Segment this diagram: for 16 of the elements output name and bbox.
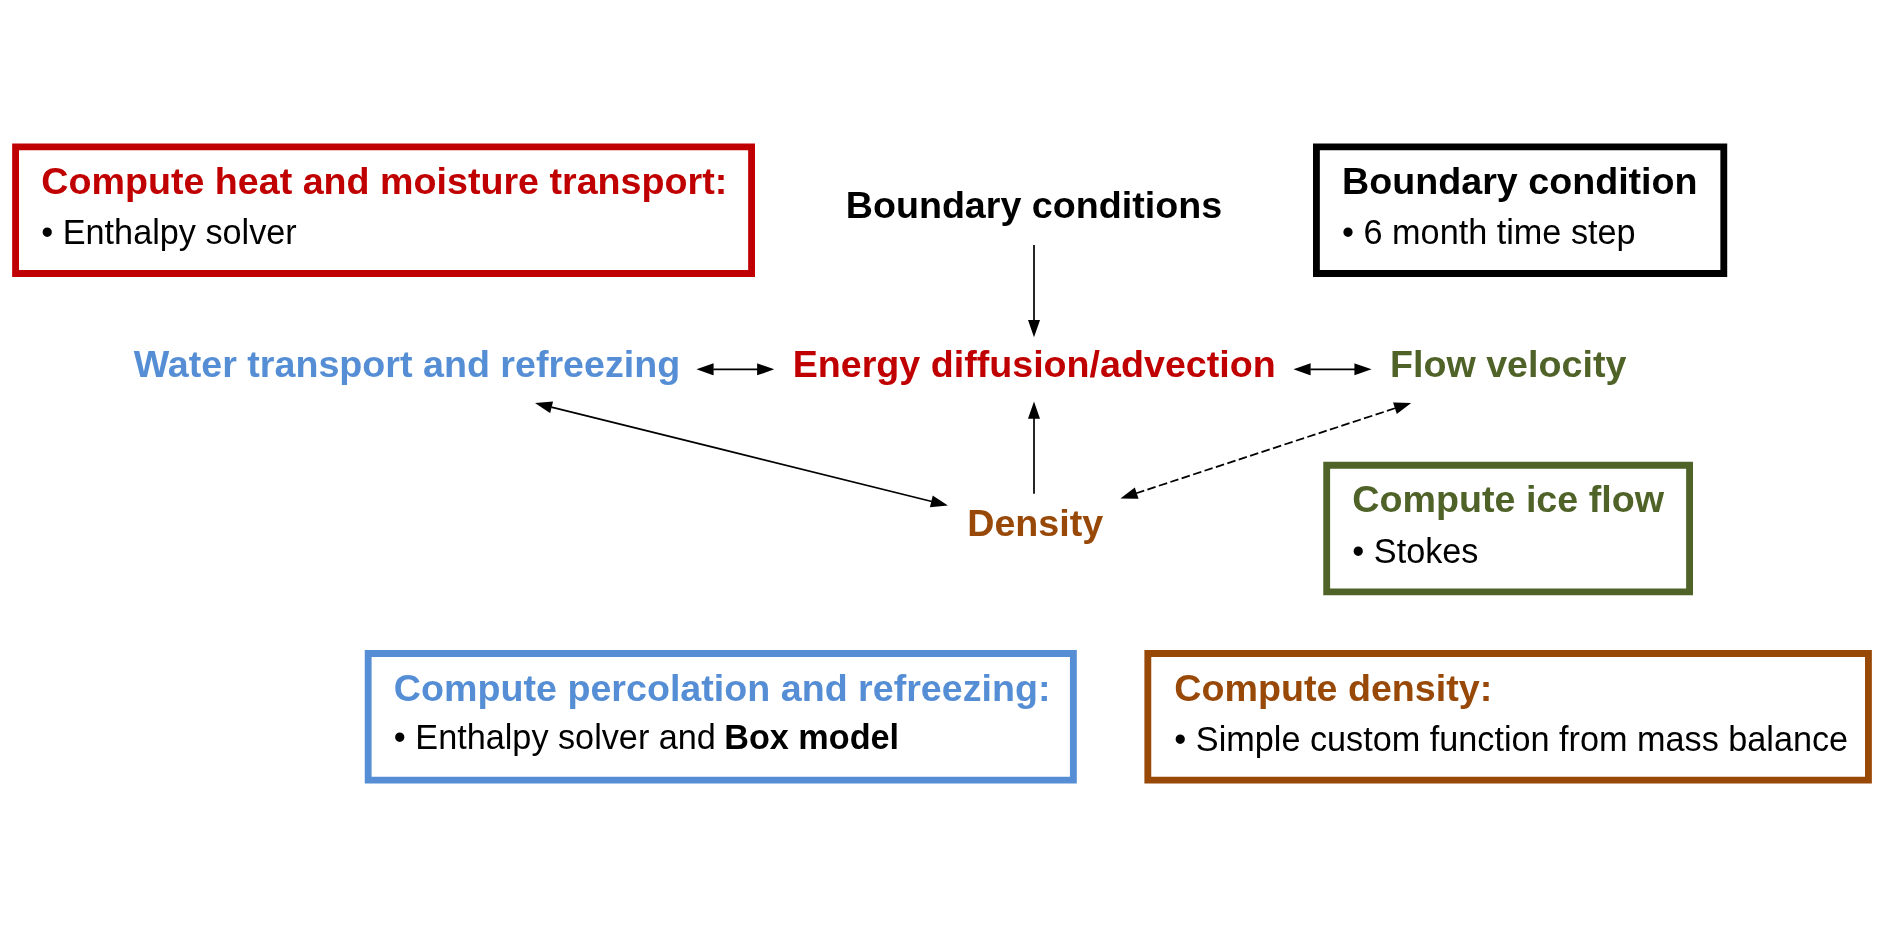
node-box: Compute heat and moisture transport: • Enthalpy solver: [12, 142, 755, 277]
arrow: [535, 400, 948, 507]
node-text: Boundary conditions: [845, 183, 1223, 226]
arrow: [696, 362, 775, 375]
node-box: Boundary condition • 6 month time step: [1313, 142, 1728, 277]
node-box: Compute ice flow • Stokes: [1323, 461, 1693, 595]
node-box: Compute percolation and refreezing: • Enthalpy solver and Box model: [364, 649, 1077, 784]
arrow: [1028, 401, 1040, 495]
node-box: Compute density: • Simple custom function from mass balance: [1144, 649, 1872, 784]
node-text: Flow velocity: [1390, 342, 1627, 385]
arrow: [1293, 362, 1372, 375]
arrow: [1120, 402, 1412, 499]
node-text: Energy diffusion/advection: [792, 342, 1276, 385]
node-text: Density: [967, 501, 1104, 544]
node-text: Water transport and refreezing: [133, 342, 681, 385]
arrow: [1028, 243, 1040, 337]
